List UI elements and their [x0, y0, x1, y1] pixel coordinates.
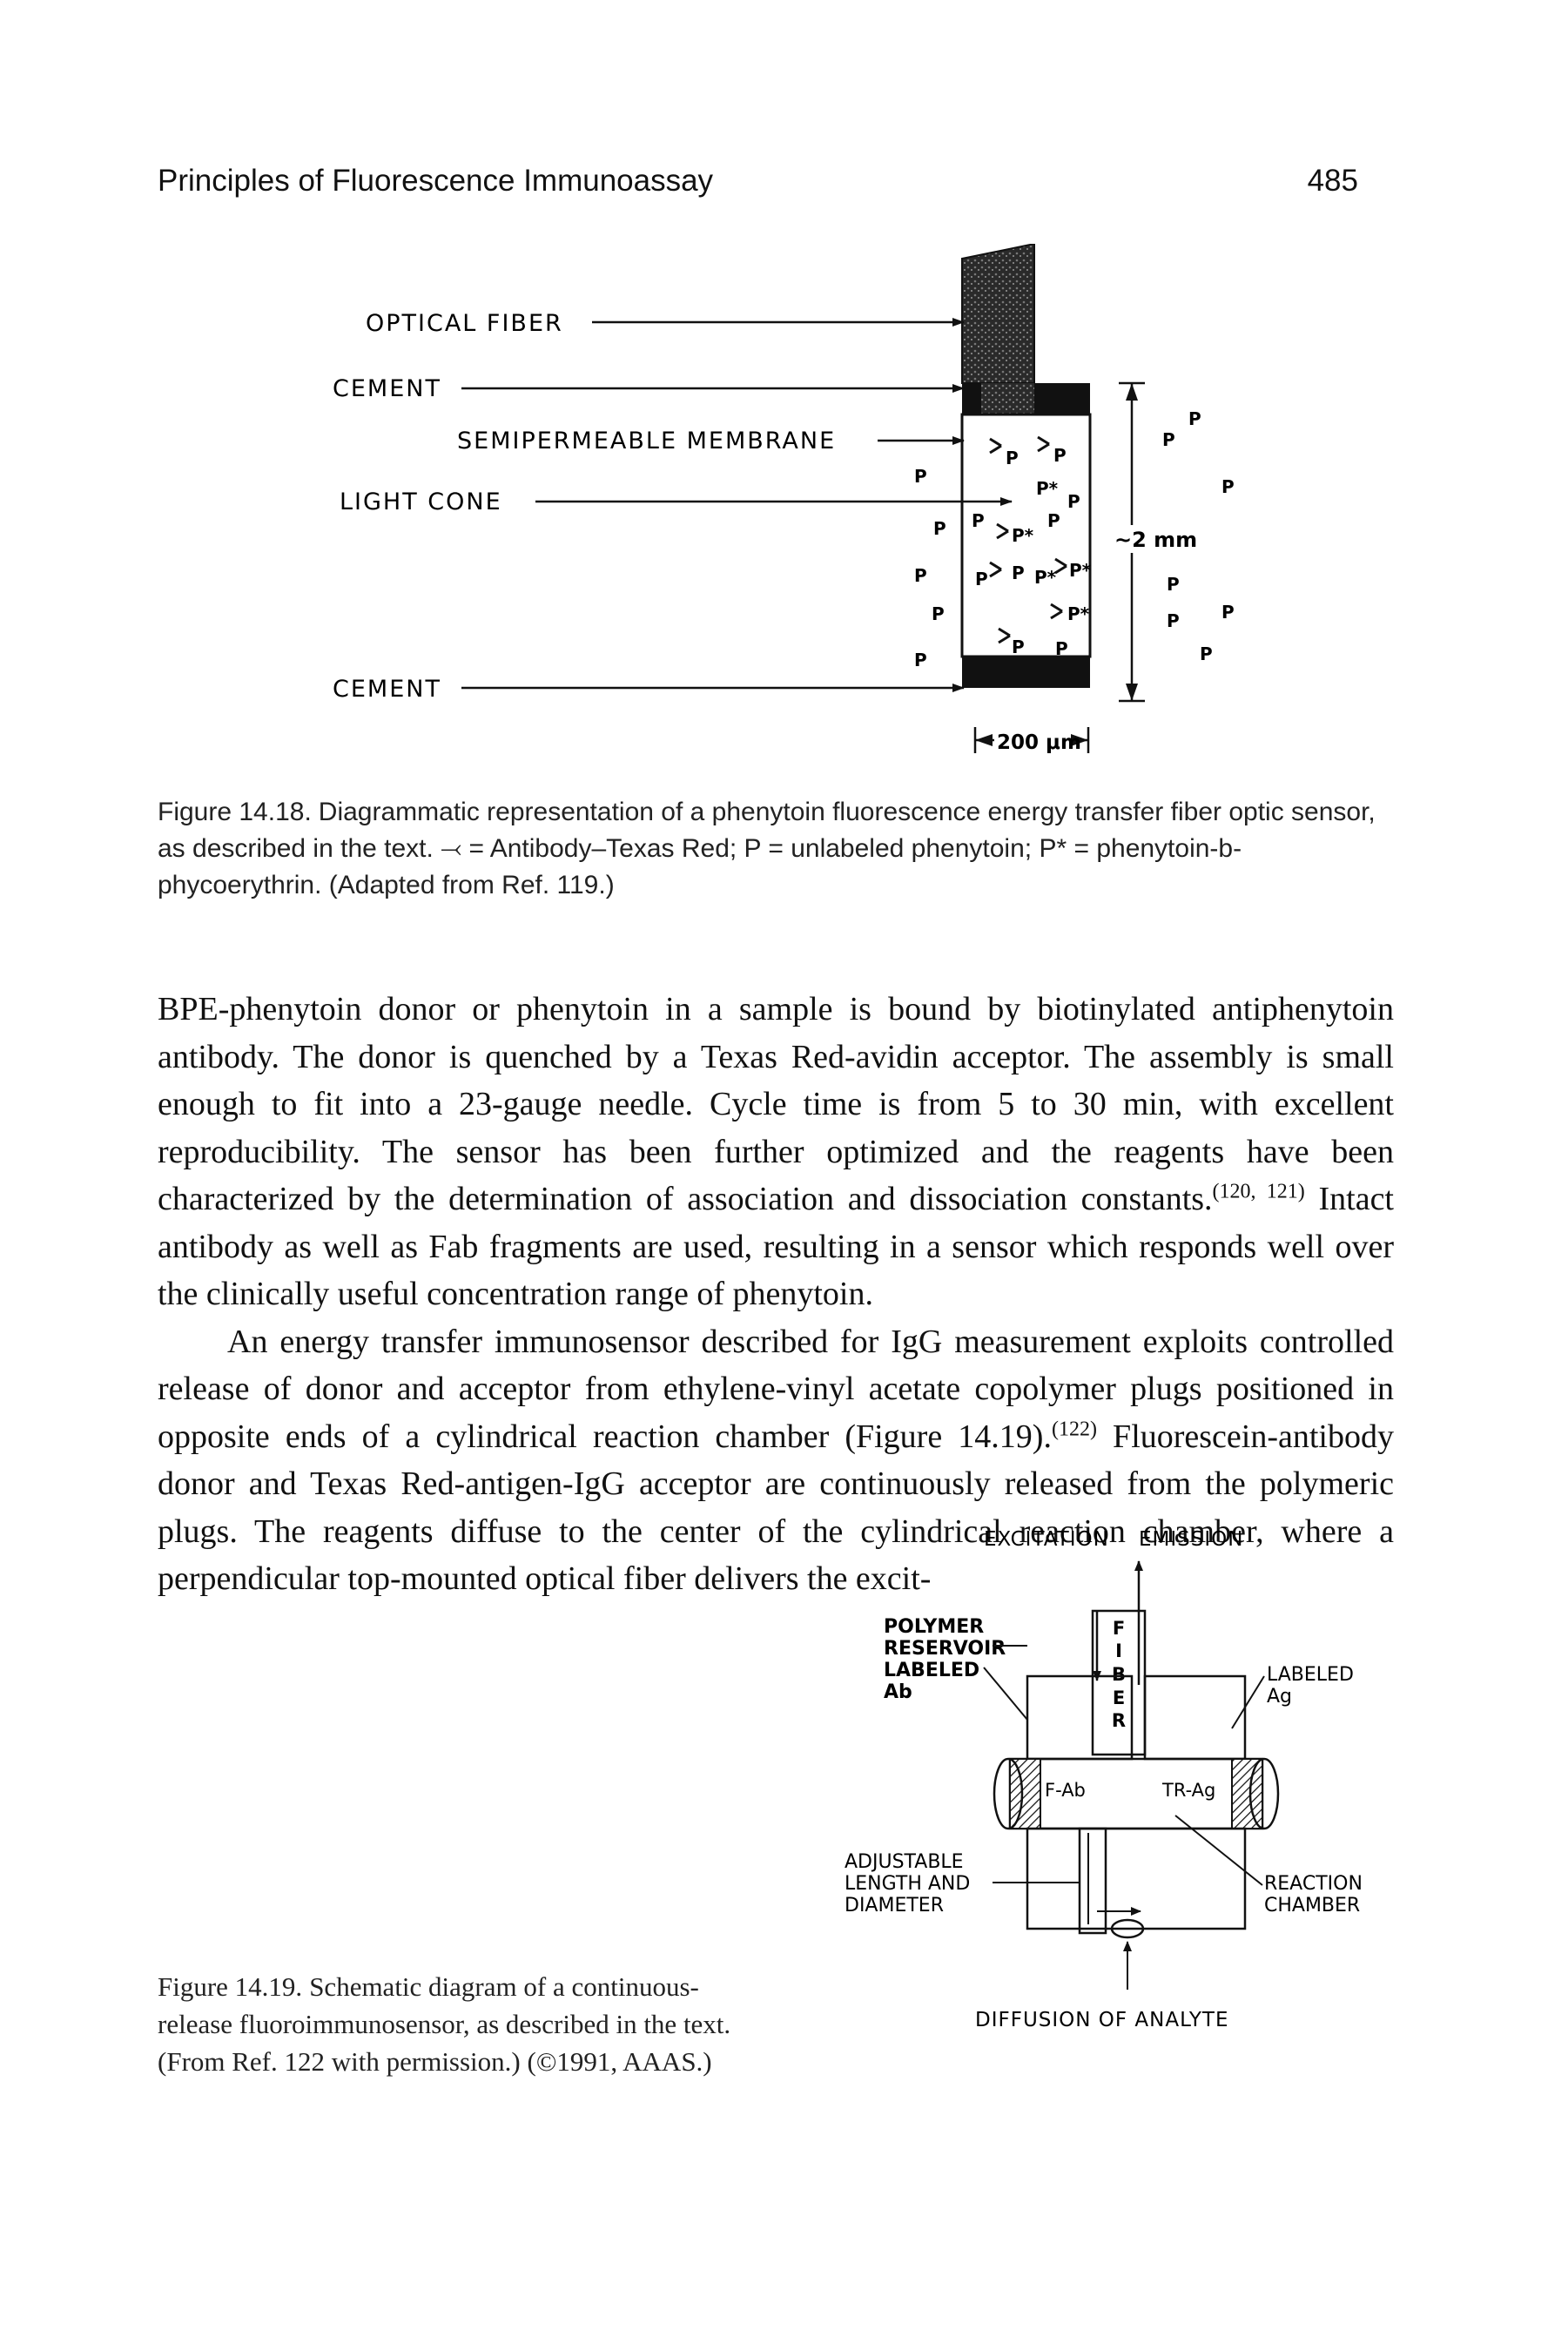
- svg-text:P: P: [1167, 574, 1180, 595]
- svg-text:RESERVOIR: RESERVOIR: [884, 1638, 1006, 1660]
- label-width-dimension: 200 μm: [997, 731, 1081, 754]
- figure-14-18-caption-text: Diagrammatic representation of a phenyto…: [158, 798, 1376, 899]
- label-diffusion: DIFFUSION OF ANALYTE: [975, 2009, 1229, 2031]
- citation-122: (122): [1051, 1417, 1097, 1440]
- svg-text:P: P: [972, 510, 985, 531]
- figure-14-19-caption: Figure 14.19.Schematic diagram of a cont…: [158, 1968, 767, 2080]
- svg-text:DIAMETER: DIAMETER: [845, 1895, 944, 1917]
- figure-14-18-caption-label: Figure 14.18.: [158, 798, 312, 826]
- label-light-cone: LIGHT CONE: [340, 488, 502, 515]
- label-cement-bottom: CEMENT: [333, 676, 441, 703]
- label-tr-ag: TR-Ag: [1161, 1780, 1215, 1801]
- right-labels: LABELED Ag REACTION CHAMBER: [1264, 1664, 1363, 1917]
- svg-text:F: F: [1113, 1618, 1125, 1639]
- label-optical-fiber: OPTICAL FIBER: [366, 310, 563, 337]
- svg-text:P: P: [1221, 476, 1235, 497]
- fiber-shape: [1091, 1609, 1147, 1756]
- svg-text:LABELED: LABELED: [1267, 1664, 1354, 1686]
- paragraph-2: An energy transfer immunosensor describe…: [158, 1323, 1394, 1598]
- svg-text:P: P: [914, 565, 927, 586]
- optical-fiber-shape: [961, 244, 1035, 384]
- label-f-ab: F-Ab: [1045, 1780, 1086, 1801]
- svg-text:REACTION: REACTION: [1264, 1873, 1363, 1895]
- svg-text:P: P: [933, 518, 946, 539]
- svg-text:P*: P*: [1012, 525, 1034, 546]
- molecules-outside: P P P P P P P P P P P P: [914, 408, 1235, 670]
- svg-text:P: P: [1200, 643, 1213, 664]
- svg-text:P: P: [1055, 638, 1068, 659]
- label-excitation: EXCITATION: [984, 1528, 1109, 1551]
- svg-text:P: P: [932, 603, 945, 624]
- svg-text:P*: P*: [1036, 478, 1059, 499]
- paragraph-1: BPE-phenytoin donor or phenytoin in a sa…: [158, 991, 1394, 1312]
- svg-text:Ab: Ab: [884, 1681, 912, 1703]
- svg-text:LABELED: LABELED: [884, 1660, 979, 1681]
- fiber-letters: F I B E R: [1112, 1618, 1126, 1731]
- cement-bottom-block: [962, 657, 1090, 688]
- adjustable-labels: ADJUSTABLE LENGTH AND DIAMETER: [845, 1851, 970, 1917]
- svg-text:B: B: [1112, 1664, 1126, 1685]
- label-cement-top: CEMENT: [333, 375, 441, 402]
- svg-text:R: R: [1112, 1710, 1126, 1731]
- svg-text:P: P: [1162, 429, 1175, 450]
- svg-text:P: P: [914, 466, 927, 487]
- left-labels: POLYMER RESERVOIR LABELED Ab: [884, 1616, 1006, 1703]
- svg-text:ADJUSTABLE: ADJUSTABLE: [845, 1851, 964, 1873]
- svg-text:P*: P*: [1067, 603, 1090, 624]
- svg-text:P: P: [1221, 602, 1235, 623]
- svg-text:P: P: [1012, 637, 1025, 657]
- antibody-symbols: [989, 435, 1067, 644]
- running-title: Principles of Fluorescence Immunoassay: [158, 164, 714, 198]
- page-number: 485: [1307, 164, 1358, 198]
- lower-chamber: [1026, 1827, 1247, 1930]
- figure-14-19-caption-label: Figure 14.19.: [158, 1971, 303, 2002]
- svg-text:P: P: [1053, 445, 1067, 466]
- label-height-dimension: ~2 mm: [1114, 528, 1197, 552]
- svg-text:P: P: [1012, 562, 1025, 583]
- svg-text:LENGTH AND: LENGTH AND: [845, 1873, 970, 1895]
- figure-14-18: OPTICAL FIBER CEMENT SEMIPERMEABLE MEMBR…: [333, 244, 1235, 754]
- left-plug: [1009, 1758, 1041, 1829]
- svg-text:E: E: [1113, 1687, 1125, 1708]
- citation-120-121: (120, 121): [1212, 1180, 1305, 1203]
- figure-14-18-caption: Figure 14.18.Diagrammatic representation…: [158, 794, 1394, 904]
- svg-text:CHAMBER: CHAMBER: [1264, 1895, 1360, 1917]
- right-plug: [1231, 1758, 1263, 1829]
- svg-text:I: I: [1115, 1640, 1122, 1661]
- body-text: BPE-phenytoin donor or phenytoin in a sa…: [158, 986, 1394, 1603]
- label-emission: EMISSION: [1139, 1528, 1243, 1551]
- svg-text:P*: P*: [1034, 567, 1057, 588]
- molecules-inside: P P P* P P P* P P* P P P* P* P P: [972, 445, 1092, 659]
- label-semipermeable-membrane: SEMIPERMEABLE MEMBRANE: [457, 428, 836, 455]
- svg-text:P: P: [1167, 610, 1180, 631]
- svg-text:P: P: [1067, 491, 1080, 512]
- figure-14-19-caption-text: Schematic diagram of a continuous-releas…: [158, 1971, 731, 2077]
- svg-text:Ag: Ag: [1267, 1686, 1292, 1708]
- svg-text:P: P: [1047, 510, 1060, 531]
- svg-text:P*: P*: [1069, 560, 1092, 581]
- svg-text:P: P: [914, 650, 927, 670]
- svg-text:P: P: [975, 569, 988, 589]
- svg-text:P: P: [1188, 408, 1201, 429]
- svg-text:POLYMER: POLYMER: [884, 1616, 984, 1638]
- svg-text:P: P: [1006, 448, 1019, 468]
- figure-14-19: EXCITATION EMISSION F I B E R F-Ab TR-Ag: [845, 1528, 1363, 2031]
